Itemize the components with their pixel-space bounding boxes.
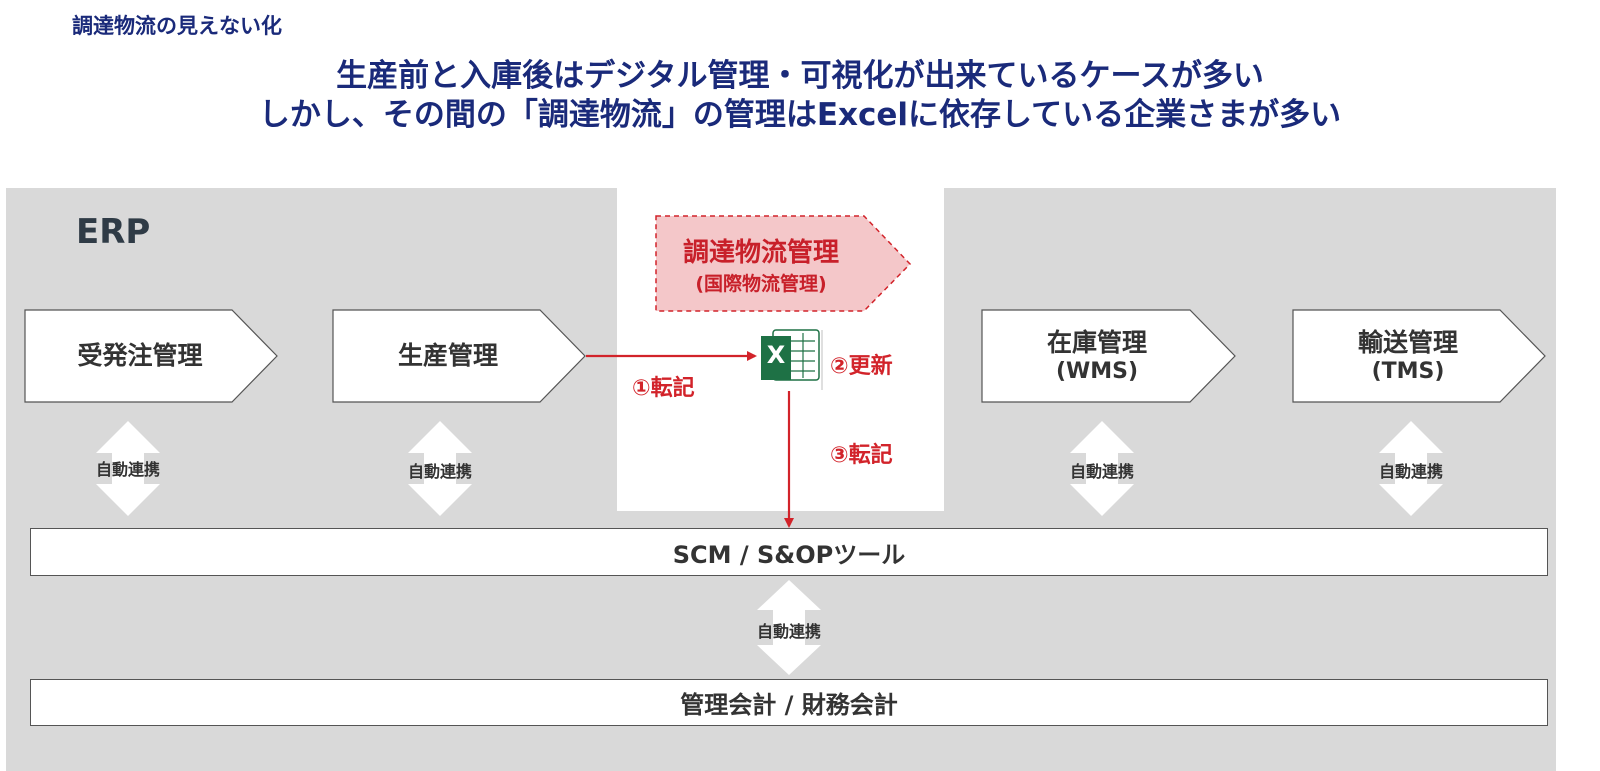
process-box-transport — [1292, 309, 1546, 403]
double-arrow-transport — [1379, 421, 1443, 516]
scm-bar-label: SCM / S&OPツール — [672, 540, 906, 569]
process-label-transport: 輸送管理 (TMS) — [1293, 310, 1523, 402]
headline-line-2: しかし、その間の「調達物流」の管理はExcelに依存している企業さまが多い — [258, 97, 1342, 133]
procurement-box — [655, 215, 912, 312]
process-title: 輸送管理 — [1357, 327, 1458, 357]
step3-label: ③転記 — [830, 443, 893, 468]
step2-label: ②更新 — [830, 354, 893, 379]
procurement-subtitle: (国際物流管理) — [695, 272, 827, 295]
scm-bar: SCM / S&OPツール — [30, 528, 1548, 576]
process-title: 受発注管理 — [77, 341, 203, 371]
headline-line-1: 生産前と入庫後はデジタル管理・可視化が出来ているケースが多い — [336, 58, 1264, 94]
process-subtitle: (TMS) — [1371, 358, 1445, 384]
erp-label: ERP — [76, 212, 151, 252]
process-box-order — [24, 309, 278, 403]
process-label-order: 受発注管理 — [25, 310, 255, 402]
procurement-label: 調達物流管理 (国際物流管理) — [656, 216, 866, 311]
process-label-inventory: 在庫管理 (WMS) — [982, 310, 1212, 402]
double-arrow-inventory — [1070, 421, 1134, 516]
double-arrow-scm — [757, 580, 821, 675]
step1-label: ①転記 — [632, 376, 695, 401]
auto-link-label-order: 自動連携 — [95, 460, 161, 479]
section-kicker: 調達物流の見えない化 — [72, 14, 282, 38]
excel-icon — [761, 329, 823, 390]
double-arrow-production — [408, 421, 472, 516]
auto-link-label-scm: 自動連携 — [756, 622, 822, 641]
auto-link-label-inventory: 自動連携 — [1069, 462, 1135, 481]
process-box-inventory — [981, 309, 1236, 403]
procurement-title: 調達物流管理 — [682, 237, 839, 268]
process-label-production: 生産管理 — [333, 310, 563, 402]
process-title: 在庫管理 — [1046, 327, 1147, 357]
auto-link-label-transport: 自動連携 — [1378, 462, 1444, 481]
process-subtitle: (WMS) — [1055, 358, 1139, 384]
double-arrow-order — [96, 421, 160, 516]
process-box-production — [332, 309, 586, 403]
auto-link-label-production: 自動連携 — [407, 462, 473, 481]
excel-x-letter: X — [766, 341, 786, 369]
accounting-bar: 管理会計 / 財務会計 — [30, 679, 1548, 726]
process-title: 生産管理 — [397, 341, 498, 371]
accounting-bar-label: 管理会計 / 財務会計 — [680, 691, 898, 719]
